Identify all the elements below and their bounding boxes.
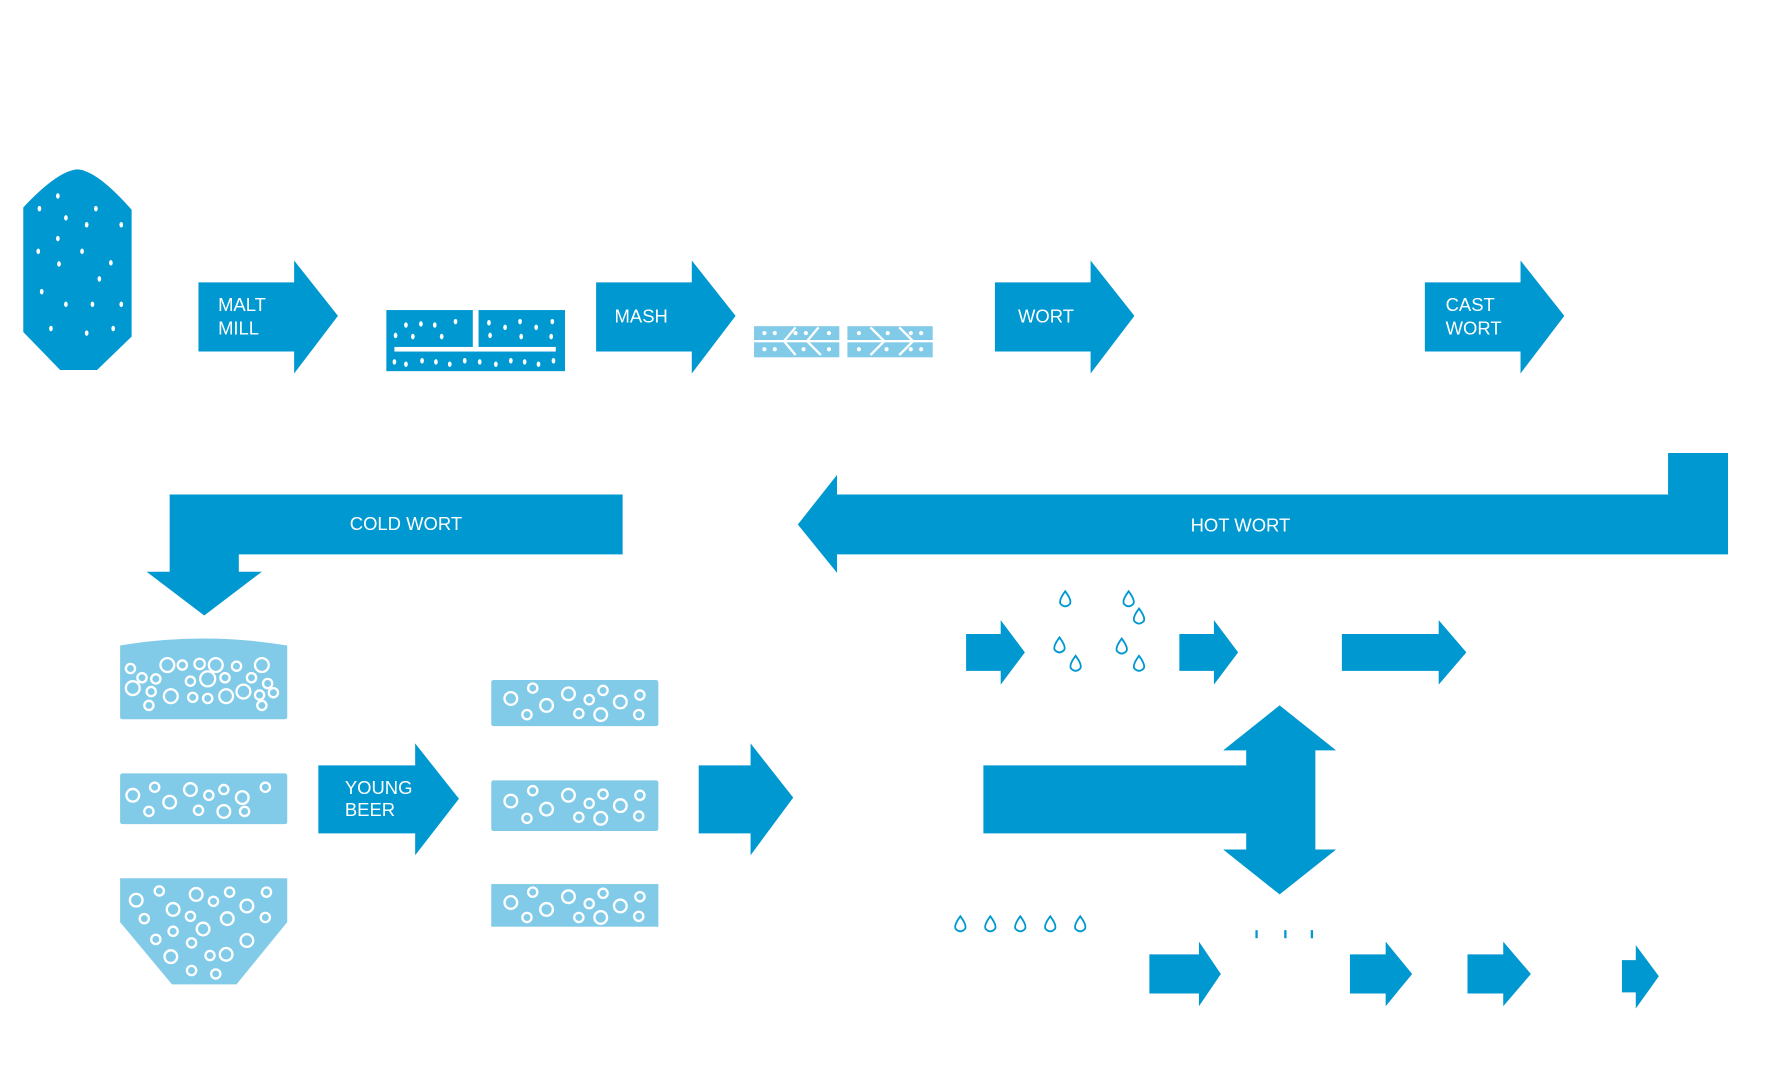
water-drop-icon: [954, 914, 967, 933]
water-drop-icon: [1115, 637, 1128, 655]
water-drop-icon: [1053, 635, 1066, 654]
water-drop-icon: [1014, 914, 1027, 933]
fermentation-tank-bottom: [120, 878, 288, 985]
young-beer-label-line1: YOUNG: [345, 777, 413, 798]
lauter-tun-icon: [754, 326, 933, 358]
flow-arrow-1: [966, 620, 1025, 685]
malt-mill-label-line2: MILL: [218, 317, 259, 338]
water-drop-icon: [984, 914, 997, 933]
cast-wort-arrow: CAST WORT: [1424, 260, 1565, 374]
wort-arrow: WORT: [994, 260, 1135, 374]
water-drop-icon: [1069, 654, 1082, 672]
young-beer-label-line2: BEER: [345, 799, 395, 820]
water-drops-cluster: [1053, 589, 1146, 672]
bottling-arrow-4: [1621, 945, 1659, 1009]
maturation-tank-2: [491, 780, 659, 832]
flow-arrow-3: [1341, 620, 1467, 685]
level-ticks: [1255, 930, 1314, 939]
fermentation-tank-middle: [120, 773, 288, 825]
water-drop-icon: [1059, 589, 1072, 608]
fermentation-tank-top: [120, 638, 288, 720]
bottling-arrow-2: [1349, 941, 1413, 1007]
water-drop-icon: [1074, 914, 1087, 933]
filtration-arrow: [698, 743, 794, 856]
cast-wort-label-line1: CAST: [1446, 294, 1495, 315]
flow-arrow-2: [1179, 620, 1239, 685]
wort-label: WORT: [1018, 306, 1074, 327]
malt-mill-label-line1: MALT: [218, 294, 266, 315]
maturation-tank-3: [491, 884, 659, 927]
bottling-arrow-1: [1149, 941, 1221, 1007]
mash-arrow: MASH: [596, 260, 736, 374]
mill-tank-icon: [386, 310, 566, 372]
hot-wort-arrow: HOT WORT: [797, 452, 1728, 573]
water-drop-icon: [1132, 607, 1146, 625]
hot-wort-label: HOT WORT: [1191, 514, 1291, 535]
grain-silo-icon: [23, 169, 132, 370]
water-drop-icon: [1132, 654, 1146, 672]
maturation-tank-1: [491, 680, 659, 727]
mash-label: MASH: [615, 306, 668, 327]
cold-wort-label: COLD WORT: [350, 513, 462, 534]
water-drops-row: [954, 914, 1087, 933]
young-beer-arrow: YOUNG BEER: [318, 743, 459, 856]
cast-wort-label-line2: WORT: [1446, 317, 1502, 338]
water-drop-icon: [1122, 589, 1135, 608]
malt-mill-arrow: MALT MILL: [198, 260, 338, 374]
water-drop-icon: [1044, 914, 1057, 933]
cold-wort-arrow: COLD WORT: [146, 494, 623, 616]
distribution-double-arrow: [983, 705, 1337, 895]
bottling-arrow-3: [1467, 941, 1531, 1007]
